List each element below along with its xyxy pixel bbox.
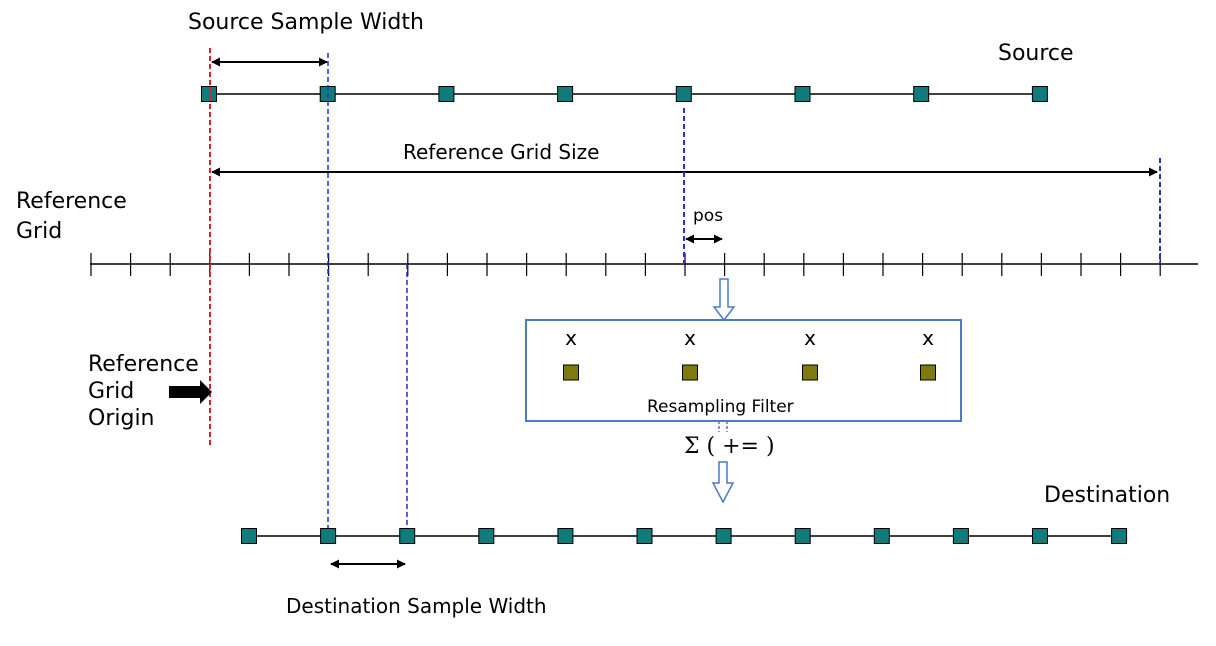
destination-sample bbox=[241, 528, 257, 544]
source-sample bbox=[913, 86, 930, 102]
reference-grid-size-label: Reference Grid Size bbox=[403, 140, 599, 164]
source-sample bbox=[794, 86, 811, 102]
resampling-filter-box bbox=[525, 319, 962, 422]
source-sample bbox=[557, 86, 574, 102]
filter-tap-mark: x bbox=[565, 326, 577, 350]
destination-sample bbox=[715, 528, 732, 544]
destination-sample bbox=[557, 528, 574, 544]
filter-input-arrow bbox=[712, 278, 736, 322]
filter-tap-mark: x bbox=[804, 326, 816, 350]
destination-sample bbox=[320, 528, 337, 544]
filter-tap-sample bbox=[802, 364, 818, 381]
source-sample bbox=[1031, 86, 1048, 102]
destination-sample bbox=[873, 528, 890, 544]
filter-tap-mark: x bbox=[922, 326, 934, 350]
origin-pointer-arrow bbox=[169, 380, 212, 404]
resampling-filter-label: Resampling Filter bbox=[647, 397, 794, 417]
source-sample-width-label: Source Sample Width bbox=[188, 10, 424, 35]
origin-label-line3: Origin bbox=[88, 406, 155, 431]
destination-sample bbox=[1032, 528, 1048, 544]
filter-tap-sample bbox=[563, 364, 579, 381]
filter-tap-sample bbox=[920, 364, 936, 381]
destination-samples bbox=[241, 528, 1128, 544]
destination-label: Destination bbox=[1044, 483, 1170, 508]
destination-sample bbox=[399, 528, 416, 544]
source-sample bbox=[675, 86, 692, 102]
source-label: Source bbox=[998, 41, 1074, 66]
origin-label-line1: Reference bbox=[88, 352, 199, 377]
destination-sample bbox=[636, 528, 653, 544]
destination-sample bbox=[1111, 528, 1128, 544]
reference-grid-label-line1: Reference bbox=[16, 189, 127, 214]
sum-label: Σ ( += ) bbox=[684, 434, 775, 459]
filter-tap-sample bbox=[682, 364, 698, 381]
destination-sample bbox=[952, 528, 969, 544]
source-sample bbox=[201, 86, 217, 102]
filter-output-arrow bbox=[711, 461, 735, 504]
filter-tap-mark: x bbox=[684, 326, 696, 350]
reference-grid-label-line2: Grid bbox=[16, 219, 62, 244]
destination-sample bbox=[794, 528, 811, 544]
origin-label-line2: Grid bbox=[88, 379, 134, 404]
destination-sample-width-label: Destination Sample Width bbox=[286, 594, 547, 618]
source-sample bbox=[438, 86, 455, 102]
destination-sample bbox=[478, 528, 495, 544]
pos-label: pos bbox=[693, 206, 723, 226]
